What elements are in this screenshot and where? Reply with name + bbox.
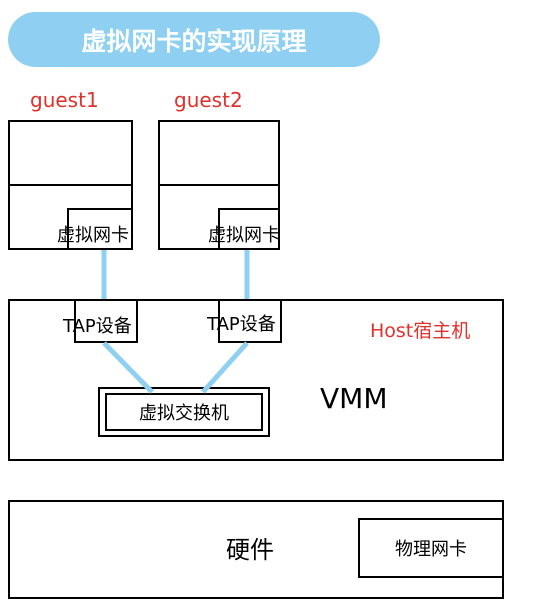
connector-tap2-vswitch bbox=[201, 341, 249, 394]
vswitch-inner-box: 虚拟交换机 bbox=[105, 393, 263, 431]
guest1-label: guest1 bbox=[30, 88, 99, 112]
diagram-title: 虚拟网卡的实现原理 bbox=[8, 12, 380, 67]
guest1-vnic-label: 虚拟网卡 bbox=[57, 225, 129, 246]
physical-nic-label: 物理网卡 bbox=[395, 539, 467, 560]
tap-device-2-box bbox=[218, 299, 282, 343]
tap-device-2-label: TAP设备 bbox=[207, 314, 276, 335]
guest2-label: guest2 bbox=[174, 88, 243, 112]
hardware-label: 硬件 bbox=[226, 536, 274, 564]
guest2-vnic-label: 虚拟网卡 bbox=[208, 225, 280, 246]
guest1-vnic-box bbox=[67, 208, 133, 250]
vmm-label: VMM bbox=[320, 382, 388, 415]
physical-nic-box: 物理网卡 bbox=[358, 518, 504, 578]
host-label: Host宿主机 bbox=[370, 320, 471, 342]
guest1-divider bbox=[8, 184, 133, 186]
guest2-divider bbox=[158, 184, 280, 186]
tap-device-1-label: TAP设备 bbox=[63, 316, 132, 337]
connector-tap1-vswitch bbox=[102, 341, 154, 394]
guest2-vnic-box bbox=[218, 208, 280, 250]
vswitch-label: 虚拟交换机 bbox=[139, 403, 229, 424]
